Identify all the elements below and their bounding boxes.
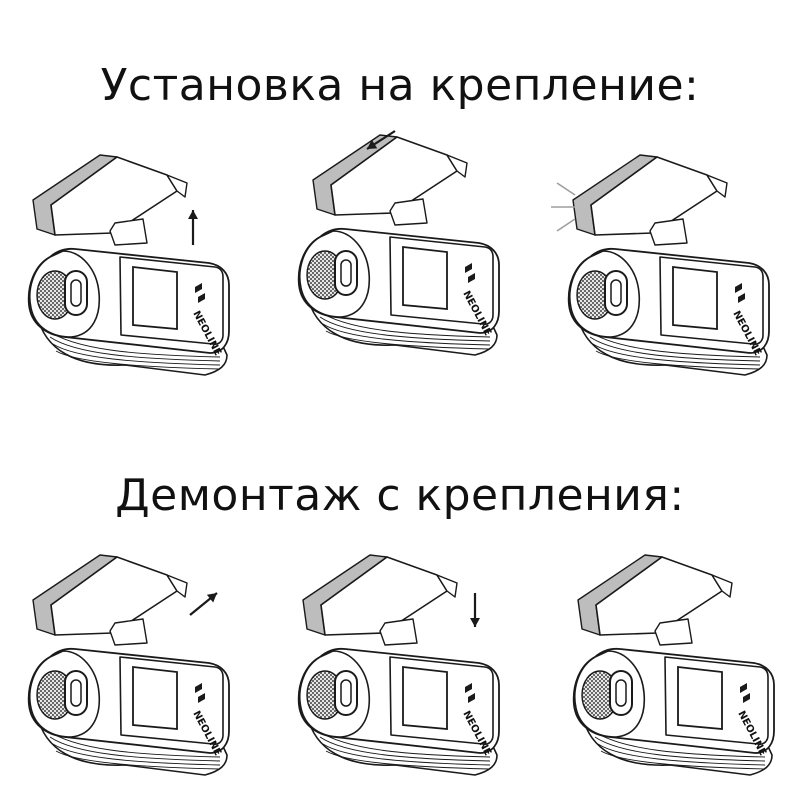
mount-bracket (32, 554, 188, 646)
remove-step-2-illustration: NEOLINE (297, 554, 500, 776)
install-step-1-illustration: NEOLINE (27, 154, 230, 376)
install-step-2-illustration: NEOLINE (297, 130, 500, 356)
dashcam-body: NEOLINE (297, 227, 500, 356)
remove-title: Демонтаж с крепления: (115, 470, 685, 521)
motion-arrow-icon (366, 130, 396, 150)
mount-bracket (577, 554, 733, 646)
mount-bracket (32, 154, 188, 246)
dashcam-body: NEOLINE (567, 247, 770, 376)
dashcam-body: NEOLINE (27, 247, 230, 376)
remove-step-3: NEOLINE (560, 545, 800, 805)
remove-step-1-illustration: NEOLINE (27, 554, 230, 776)
mount-bracket (312, 134, 468, 226)
install-title: Установка на крепление: (100, 60, 700, 111)
dashcam-body: NEOLINE (27, 647, 230, 776)
mount-bracket (302, 554, 458, 646)
dashcam-body: NEOLINE (297, 647, 500, 776)
install-step-3-illustration: NEOLINE (551, 154, 770, 376)
motion-arrow-icon (470, 593, 480, 627)
install-step-2: NEOLINE (285, 125, 535, 385)
mount-bracket (572, 154, 728, 246)
motion-arrow-icon (188, 210, 198, 245)
remove-step-1: NEOLINE (15, 545, 265, 805)
click-indicator-icon (551, 182, 576, 232)
install-step-1: NEOLINE (15, 145, 265, 405)
install-step-3: NEOLINE (551, 145, 800, 405)
remove-step-3-illustration: NEOLINE (572, 554, 775, 776)
dashcam-body: NEOLINE (572, 647, 775, 776)
motion-arrow-icon (189, 592, 218, 616)
remove-step-2: NEOLINE (285, 545, 535, 805)
